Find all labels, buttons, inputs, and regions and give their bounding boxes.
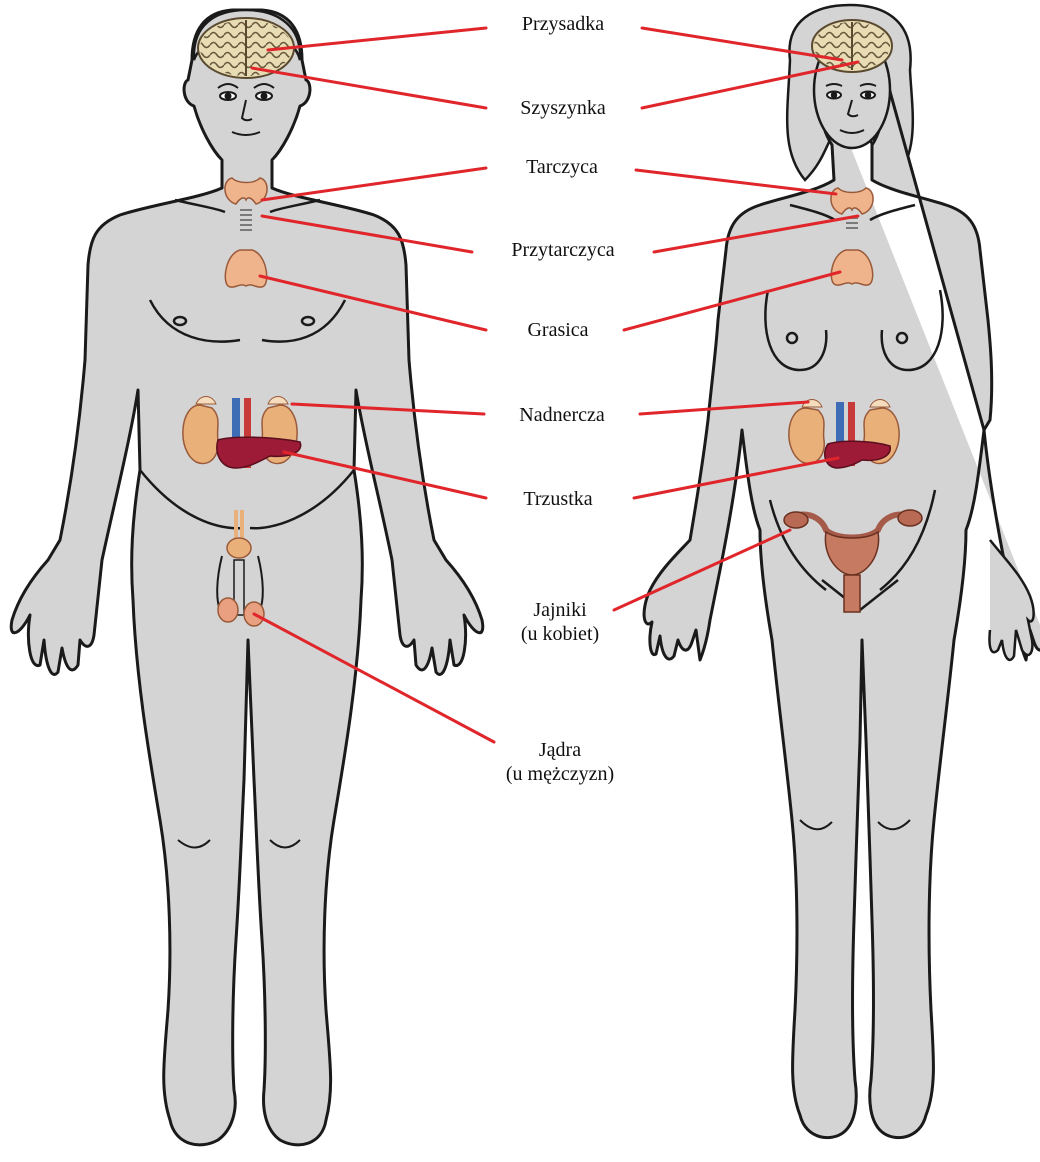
label-testes-line2: (u mężczyzn) (506, 762, 614, 786)
label-adrenal: Nadnercza (519, 403, 605, 427)
label-ovaries-line1: Jajniki (521, 598, 599, 622)
leader-thyroid-male (262, 168, 486, 200)
label-testes: Jądra (u mężczyzn) (506, 738, 614, 786)
label-ovaries-line2: (u kobiet) (521, 622, 599, 646)
label-ovaries: Jajniki (u kobiet) (521, 598, 599, 646)
label-thyroid: Tarczyca (526, 155, 598, 179)
male-body-outline (11, 10, 483, 1145)
male-figure-icon (11, 10, 483, 1145)
label-parathyroid: Przytarczyca (511, 238, 614, 262)
female-abdominal-organs-icon (789, 400, 899, 469)
female-body-outline (644, 70, 1040, 1138)
label-pancreas: Trzustka (523, 487, 592, 511)
label-testes-line1: Jądra (506, 738, 614, 762)
label-thymus: Grasica (527, 318, 588, 342)
label-pituitary: Przysadka (522, 12, 604, 36)
female-figure-icon (644, 5, 1040, 1138)
label-pineal: Szyszynka (520, 96, 606, 120)
female-thymus-icon (831, 250, 872, 285)
male-thymus-icon (225, 250, 266, 287)
